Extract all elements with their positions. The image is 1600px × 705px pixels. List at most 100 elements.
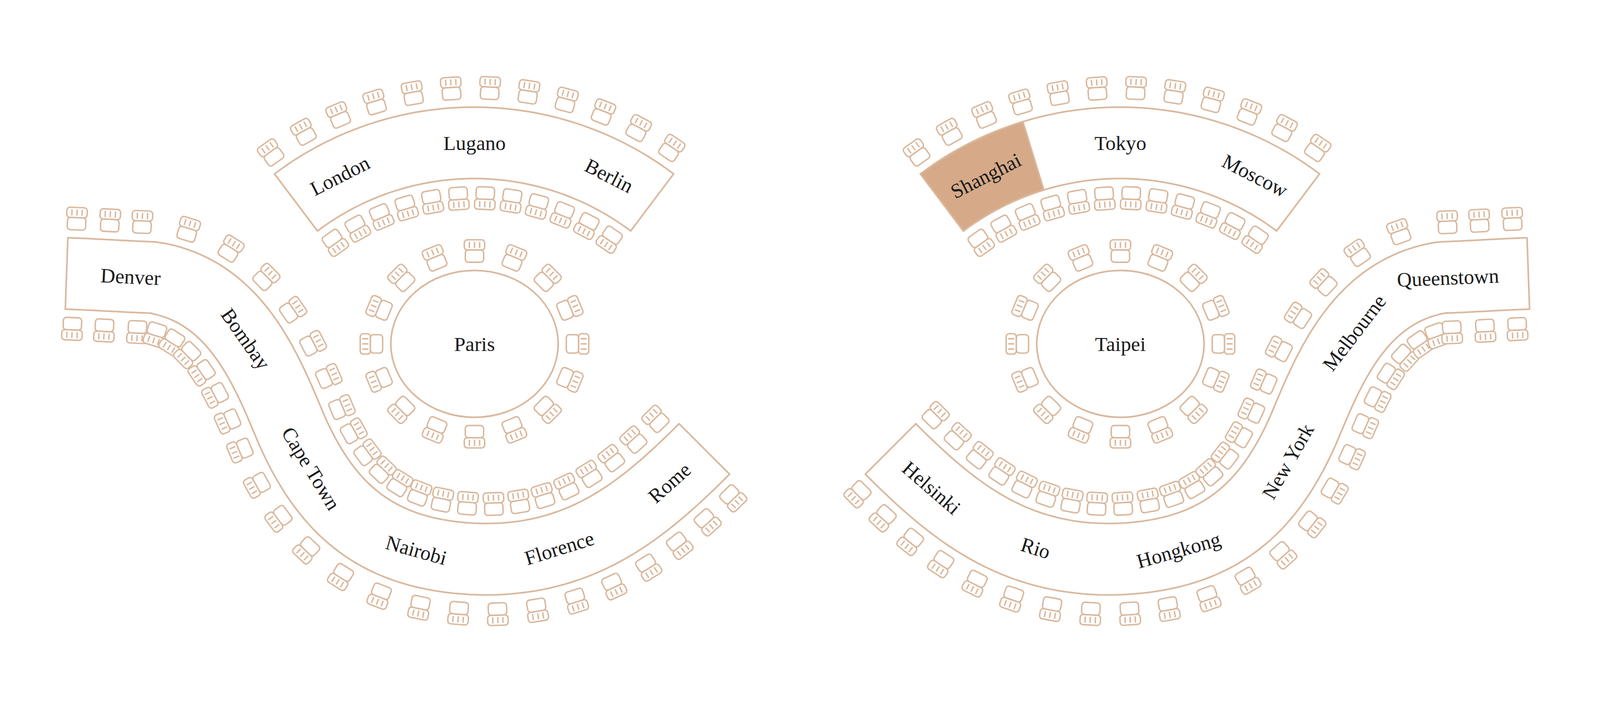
chair-seat (1040, 395, 1062, 417)
table-name: Queenstown (1396, 265, 1500, 290)
chair-seat (634, 553, 657, 573)
chair-seat (1147, 253, 1169, 272)
chair (487, 602, 508, 626)
chair-seat (1219, 448, 1240, 470)
chair-slats (402, 209, 414, 219)
chair (961, 569, 990, 598)
chair-seat (1247, 402, 1266, 425)
chair (563, 587, 589, 615)
chair-slats (367, 92, 379, 101)
chair-slats (1125, 201, 1136, 208)
round-table: Paris (391, 270, 559, 418)
chair (320, 227, 350, 258)
chair (1195, 584, 1222, 613)
chair-slats (137, 212, 148, 219)
chair-seat (510, 499, 530, 514)
chair (532, 263, 563, 294)
chair-seat (406, 489, 428, 507)
chair-seat (1179, 395, 1201, 417)
chair-seat (1113, 502, 1133, 516)
chair (618, 425, 649, 456)
chair-slats (1091, 79, 1102, 86)
chair-slats (1164, 484, 1176, 493)
chair (200, 380, 230, 409)
chair (902, 137, 932, 168)
chair (325, 101, 353, 130)
chair-seat (718, 483, 740, 505)
chair-seat (1297, 510, 1319, 532)
chair-slats (1226, 339, 1233, 349)
chair-seat (1049, 90, 1070, 106)
chair-seat (1060, 498, 1081, 514)
chair-seat (566, 334, 579, 353)
chair-seat (295, 126, 318, 146)
chair-seat (1274, 340, 1293, 363)
chair-seat (368, 203, 390, 222)
chair (256, 137, 286, 168)
chair-seat (533, 271, 555, 293)
chair-seat (875, 503, 898, 525)
chair (298, 329, 328, 358)
chair-seat (903, 527, 925, 548)
chair-slats (184, 219, 196, 228)
chair (1011, 294, 1040, 322)
chair-seat (100, 219, 119, 232)
chair-seat (601, 225, 624, 246)
chair-seat (299, 535, 321, 557)
chair (175, 215, 201, 243)
chair-seat (1163, 490, 1185, 508)
chair-seat (370, 334, 383, 353)
chair-seat (223, 408, 242, 430)
chair (530, 482, 557, 510)
chair (1039, 194, 1065, 222)
chair-seat (1200, 96, 1222, 113)
chair (343, 213, 372, 243)
chair-slats (98, 333, 109, 340)
chair (926, 549, 956, 579)
chair-seat (375, 299, 394, 321)
chair-seat (1271, 123, 1293, 143)
chair-back (1475, 331, 1496, 343)
chair-slats (66, 331, 77, 338)
chair (1218, 211, 1247, 241)
chair (1039, 596, 1063, 622)
chair-seat (941, 126, 963, 146)
chair-back (1110, 438, 1131, 448)
chair-seat (1012, 98, 1033, 116)
chair-seat (626, 433, 649, 455)
table-shape (865, 238, 1530, 595)
chair-seat (657, 142, 680, 163)
chair-slats (1013, 92, 1025, 101)
chair (1283, 301, 1314, 331)
chair (1006, 333, 1029, 354)
chair-seat (263, 146, 285, 167)
chair-seat (1390, 343, 1412, 365)
chair (692, 507, 723, 538)
chair-seat (1292, 307, 1313, 330)
chair (842, 479, 873, 510)
chair (400, 80, 425, 106)
chair (289, 117, 318, 147)
chair-seat (328, 398, 347, 420)
table-band: DenverBombayCape TownNairobiFlorenceRome (63, 235, 732, 597)
chair (507, 488, 532, 514)
chair (1110, 240, 1131, 263)
chair (366, 582, 393, 611)
chair-seat (67, 217, 86, 231)
chair-seat (164, 328, 186, 348)
chair-slats (462, 494, 473, 501)
chair (1178, 394, 1209, 425)
chair-slats (105, 211, 116, 218)
chair-seat (329, 110, 351, 129)
chair-back (474, 199, 496, 210)
table-band: LondonLuganoBerlin (273, 105, 676, 233)
chair-slats (1044, 611, 1056, 619)
chair-slats (1208, 90, 1220, 99)
chair (1112, 492, 1134, 516)
chair (447, 601, 470, 625)
chair-seat (921, 408, 943, 430)
chair-seat (1199, 201, 1221, 219)
chair-back (61, 329, 83, 341)
chair (572, 211, 601, 241)
chair (1046, 80, 1071, 106)
